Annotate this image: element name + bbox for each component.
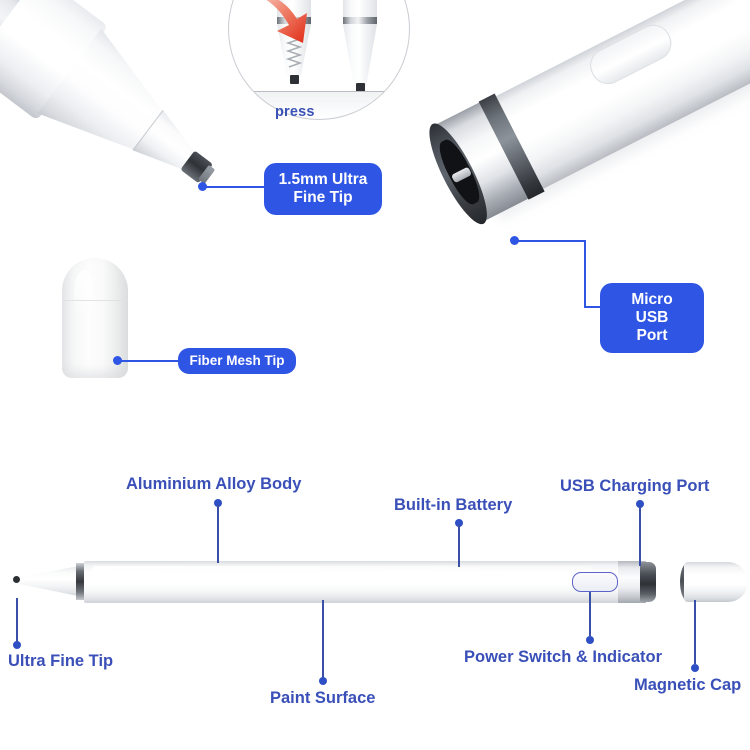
callout-line-1: Micro USB	[631, 291, 673, 326]
press-arrow-icon	[266, 0, 307, 43]
mini-pen-cone	[343, 24, 377, 86]
pen-power-switch[interactable]	[572, 572, 618, 592]
callout-line-micro-usb-vertical	[584, 239, 586, 308]
pen-body-highlight	[92, 566, 592, 572]
pin-dot-ultra-fine-tip	[13, 641, 21, 649]
mini-pen-nib	[356, 83, 365, 92]
callout-line-micro-usb-horizontal-2	[584, 305, 606, 308]
inset-surface-line	[229, 91, 409, 93]
pin-line-power-switch	[589, 592, 591, 636]
pen-dark-band	[76, 563, 86, 600]
magnetic-cap-body	[684, 562, 748, 602]
callout-badge-micro-usb[interactable]: Micro USB Port	[600, 283, 704, 353]
pen-charging-port-end	[640, 562, 656, 602]
callout-line-micro-usb-horizontal	[518, 239, 586, 242]
label-power-switch-indicator: Power Switch & Indicator	[464, 648, 663, 666]
label-paint-surface: Paint Surface	[270, 689, 376, 707]
callout-badge-fiber-mesh-tip[interactable]: Fiber Mesh Tip	[178, 348, 296, 374]
pin-dot-built-in-battery	[455, 519, 463, 527]
label-usb-charging-port: USB Charging Port	[560, 477, 710, 495]
pin-line-aluminium-alloy-body	[217, 505, 219, 563]
pin-dot-magnetic-cap	[691, 664, 699, 672]
micro-usb-closeup-image	[377, 0, 750, 323]
callout-line-1: Fiber Mesh Tip	[189, 353, 285, 368]
mini-pen-body	[343, 0, 377, 17]
cap-highlight	[74, 270, 94, 318]
inset-surface-reflection	[229, 92, 409, 118]
callout-dot-fiber-mesh-tip	[113, 356, 122, 365]
press-caption: press	[275, 104, 315, 120]
callout-line-1: 1.5mm Ultra	[278, 171, 368, 188]
pen-tip-cone	[16, 566, 78, 596]
pin-line-magnetic-cap	[694, 600, 696, 664]
label-ultra-fine-tip: Ultra Fine Tip	[8, 652, 114, 670]
cap-seam	[62, 300, 128, 301]
pin-line-usb-charging-port	[639, 506, 641, 566]
mini-pen-nib	[290, 75, 299, 84]
callout-line-fiber-mesh-tip	[121, 359, 179, 362]
pin-dot-paint-surface	[319, 677, 327, 685]
callout-dot-ultra-fine-tip	[198, 182, 207, 191]
pin-dot-usb-charging-port	[636, 500, 644, 508]
pin-dot-aluminium-alloy-body	[214, 499, 222, 507]
callout-badge-ultra-fine-tip[interactable]: 1.5mm Ultra Fine Tip	[264, 163, 382, 215]
mini-pen-ring	[343, 17, 377, 24]
callout-line-2: Fine Tip	[293, 188, 353, 206]
callout-dot-micro-usb	[510, 236, 519, 245]
label-magnetic-cap: Magnetic Cap	[634, 676, 742, 694]
pen-nib-dot	[13, 576, 20, 583]
label-aluminium-alloy-body: Aluminium Alloy Body	[126, 475, 302, 493]
callout-line-ultra-fine-tip	[206, 185, 266, 188]
pin-line-paint-surface	[322, 600, 324, 678]
pin-dot-power-switch	[586, 636, 594, 644]
label-built-in-battery: Built-in Battery	[394, 496, 513, 514]
pin-line-ultra-fine-tip	[16, 598, 18, 642]
press-mechanism-inset	[228, 0, 410, 120]
callout-line-2: Port	[636, 326, 668, 344]
pin-line-built-in-battery	[458, 525, 460, 567]
